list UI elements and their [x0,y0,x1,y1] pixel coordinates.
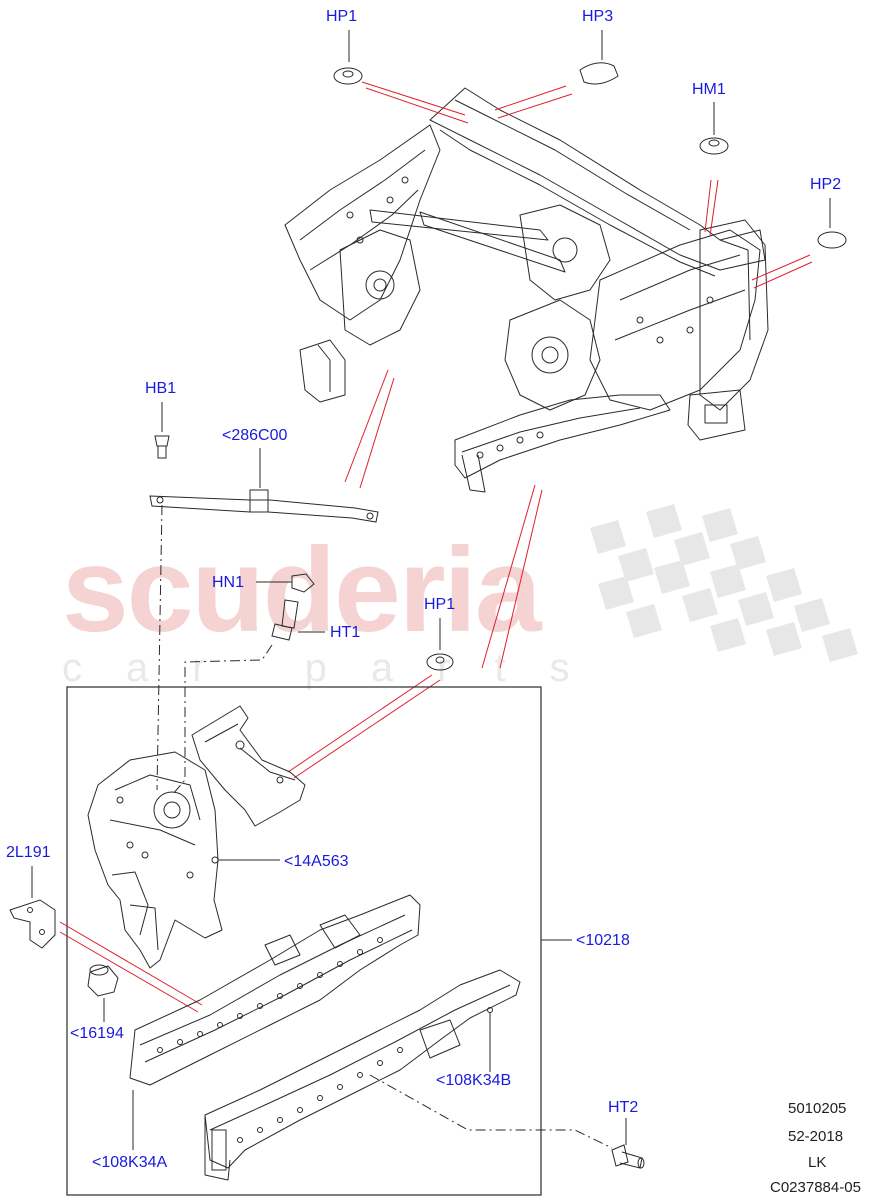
hp1-top-leaders [361,81,469,124]
checkered-flag-watermark [590,504,858,662]
hp3-leaders [494,85,573,119]
callout-10218[interactable]: <10218 [576,932,630,949]
callout-hp3[interactable]: HP3 [582,8,614,25]
assembly-10218-frame [66,686,542,1196]
2l191-bracket[interactable] [9,866,56,949]
hp2-leaders [751,254,813,289]
ht1-bolt[interactable] [271,599,325,641]
upper-side-member[interactable] [129,894,421,1150]
16194-bushing[interactable] [87,964,119,1022]
ht2-centerline [369,1074,613,1149]
hm1-plug[interactable] [699,102,729,155]
watermark-brand: scuderia [62,523,542,657]
2l191-leaders [59,921,203,1013]
14a563-tower-panel[interactable] [87,751,280,969]
reference-line-4: C0237884-05 [770,1179,861,1196]
reference-line-1: 5010205 [788,1100,847,1117]
ht1-centerline [171,644,273,796]
hp2-plug[interactable] [817,198,847,249]
callout-14a563[interactable]: <14A563 [284,853,349,870]
watermark-tagline: car parts [62,646,614,690]
286c00-brace[interactable] [149,448,379,523]
hp3-plug[interactable] [579,30,619,85]
callout-108k34b[interactable]: <108K34B [436,1072,512,1089]
hn1-nut[interactable] [256,573,315,593]
callout-ht1[interactable]: HT1 [330,624,361,641]
callout-2l191[interactable]: 2L191 [6,844,51,861]
reference-line-3: LK [808,1154,827,1171]
hp1-plug-top[interactable] [333,30,363,85]
286c00-leaders [344,369,395,489]
callout-hp1-mid[interactable]: HP1 [424,596,456,613]
callout-16194[interactable]: <16194 [70,1025,124,1042]
hm1-leaders [704,179,719,237]
callout-hp2[interactable]: HP2 [810,176,842,193]
front-end-structure-assembly[interactable] [284,87,769,493]
callout-108k34a[interactable]: <108K34A [92,1154,168,1171]
callout-hb1[interactable]: HB1 [145,380,177,397]
callout-hm1[interactable]: HM1 [692,81,726,98]
hb1-bolt[interactable] [154,402,170,459]
lower-side-member[interactable] [204,969,521,1181]
reference-line-2: 52-2018 [788,1128,844,1145]
apron-bracket-panel[interactable] [191,705,306,827]
callout-hp1-top[interactable]: HP1 [326,8,358,25]
hp1-plug-mid[interactable] [426,618,454,671]
assembly-leaders-lower [481,484,543,669]
callout-286c00[interactable]: <286C00 [222,427,288,444]
callout-ht2[interactable]: HT2 [608,1099,639,1116]
hb1-centerline [156,504,163,791]
hp1-mid-leaders [287,674,441,779]
ht2-stud[interactable] [611,1118,645,1169]
callout-hn1[interactable]: HN1 [212,574,245,591]
